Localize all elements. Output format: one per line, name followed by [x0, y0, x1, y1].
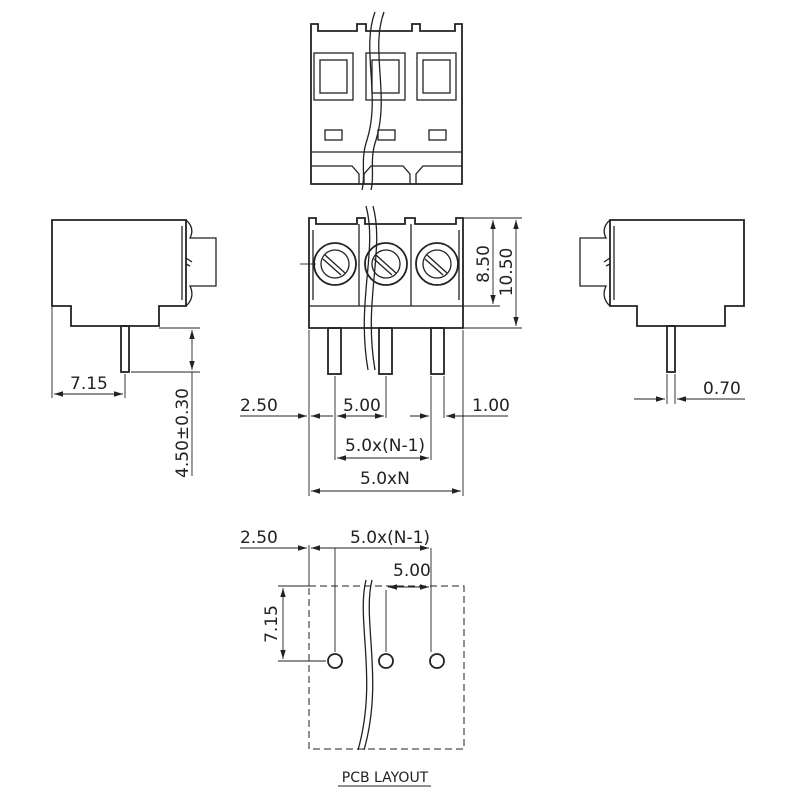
pin-1	[327, 327, 342, 375]
right-side-dimensions: 0.70	[634, 374, 745, 404]
dim-7-15: 7.15	[70, 374, 108, 394]
front-height-dimensions: 8.50 10.50	[463, 217, 522, 329]
pcb-layout-caption: PCB LAYOUT	[342, 770, 429, 786]
dim-10-50: 10.50	[497, 248, 517, 297]
right-side-view	[579, 219, 745, 373]
top-view	[310, 11, 463, 191]
pcb-dim-5-00: 5.00	[393, 561, 431, 581]
dim-5-00: 5.00	[343, 396, 381, 416]
pcb-dim-5-0x-n-1: 5.0x(N-1)	[350, 528, 430, 548]
pcb-dim-7-15: 7.15	[262, 605, 282, 643]
pcb-hole-3	[429, 653, 445, 669]
top-opening-2	[365, 52, 406, 101]
top-slot-1	[324, 129, 343, 141]
dim-5-0xn: 5.0xN	[360, 469, 410, 489]
pin-2	[378, 327, 393, 375]
top-opening-3	[416, 52, 457, 101]
top-slot-2	[377, 129, 396, 141]
top-slot-3	[428, 129, 447, 141]
left-side-view	[51, 219, 217, 373]
front-width-dimensions: 2.50 5.00 1.00 5.0x(N-1) 5.0xN	[240, 330, 510, 496]
pcb-dim-2-50: 2.50	[240, 528, 278, 548]
pcb-hole-1	[327, 653, 343, 669]
dim-1-00: 1.00	[472, 396, 510, 416]
pcb-layout	[308, 548, 465, 751]
pcb-dimensions: 2.50 5.0x(N-1) 5.00 7.15	[240, 528, 431, 662]
left-side-dimensions: 7.15 4.50±0.30	[51, 306, 200, 478]
dim-0-70: 0.70	[703, 379, 741, 399]
dim-4-50-0-30: 4.50±0.30	[173, 388, 193, 478]
dim-5-0x-n-1: 5.0x(N-1)	[345, 436, 425, 456]
screw-3	[415, 242, 459, 286]
screw-2	[364, 242, 408, 286]
pin-3	[430, 327, 445, 375]
screw-1	[313, 242, 357, 286]
front-view	[300, 205, 464, 375]
dim-8-50: 8.50	[474, 245, 494, 283]
top-opening-1	[313, 52, 354, 101]
pcb-hole-2	[378, 653, 394, 669]
dim-2-50: 2.50	[240, 396, 278, 416]
